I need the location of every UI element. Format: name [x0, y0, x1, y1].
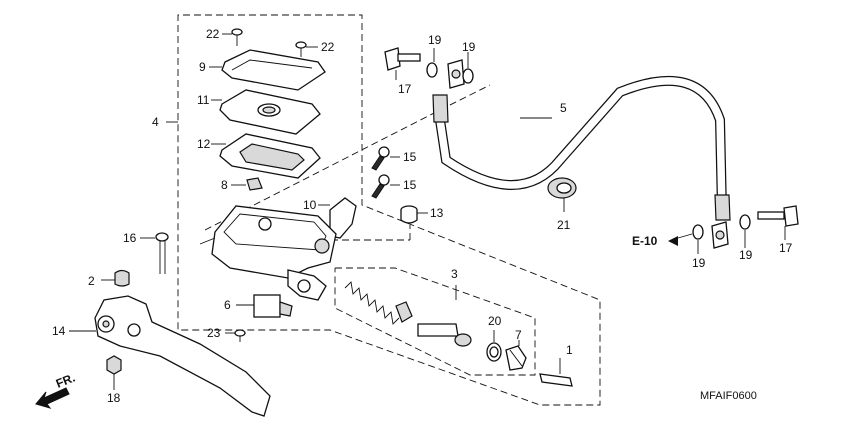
- e10-reference-arrow: [668, 236, 678, 246]
- callout-22-left: 22: [206, 27, 220, 41]
- callout-19-top-right: 19: [462, 40, 476, 54]
- callout-19-top-left: 19: [428, 33, 442, 47]
- banjo-bolt-17-right: [757, 205, 799, 227]
- banjo-fitting-right: [711, 221, 729, 249]
- callout-15-lower: 15: [403, 178, 417, 192]
- callout-11: 11: [197, 93, 210, 107]
- callout-23: 23: [207, 326, 221, 340]
- piston: [417, 323, 472, 347]
- callout-6: 6: [224, 298, 231, 312]
- callout-9: 9: [199, 60, 206, 74]
- callout-labels: 1 2 3 4 5 6 7 8 9 10 11 12 13 14 15 15 1…: [52, 27, 793, 405]
- leader-lines: [395, 48, 786, 346]
- callout-7: 7: [515, 328, 522, 342]
- front-direction-arrow: [35, 387, 70, 409]
- callout-3: 3: [451, 267, 458, 281]
- callout-13: 13: [430, 206, 444, 220]
- callout-2: 2: [88, 274, 95, 288]
- banjo-fitting-top: [447, 59, 465, 89]
- callout-12: 12: [197, 137, 211, 151]
- switch-6: [236, 294, 293, 318]
- callout-15-upper: 15: [403, 150, 417, 164]
- banjo-bolt-17-top: [384, 47, 421, 71]
- sealing-washer-19-right-left: [692, 224, 704, 240]
- group-frame-3: [334, 267, 536, 376]
- sealing-washer-19-top-right: [462, 68, 474, 84]
- diagram-code: MFAIF0600: [700, 390, 757, 402]
- callout-16: 16: [123, 231, 137, 245]
- direction-label: FR.: [54, 371, 77, 391]
- bolt-15-upper: [371, 146, 400, 171]
- callout-17-right: 17: [779, 241, 793, 255]
- piston-cup: [395, 301, 413, 323]
- hose-clamp-21: [547, 177, 577, 212]
- callout-8: 8: [221, 178, 228, 192]
- nut-18: [106, 355, 122, 390]
- callout-21: 21: [557, 218, 571, 232]
- reference-label-e10: E-10: [632, 234, 658, 248]
- clutch-lever-14: [69, 295, 271, 417]
- callout-19-right-left: 19: [692, 256, 706, 270]
- circlip-20: [486, 342, 502, 362]
- callout-17-top: 17: [398, 82, 412, 96]
- callout-19-right-right: 19: [739, 248, 753, 262]
- callout-20: 20: [488, 314, 502, 328]
- diaphragm-12: [211, 133, 321, 179]
- master-cylinder-body: [199, 205, 337, 301]
- clutch-hose-5: [432, 75, 731, 221]
- pivot-bolt-16: [140, 232, 169, 274]
- diaphragm-plate-11: [211, 89, 321, 135]
- callout-14: 14: [52, 324, 66, 338]
- sealing-washer-19-right-right: [739, 214, 751, 230]
- callout-22-right: 22: [321, 40, 335, 54]
- sealing-washer-19-top-left: [426, 62, 438, 78]
- callout-5: 5: [560, 101, 567, 115]
- push-rod-1: [539, 358, 573, 387]
- screw-22-left: [222, 28, 243, 46]
- callout-4: 4: [152, 115, 159, 129]
- group-frame-4: [166, 14, 601, 406]
- callout-18: 18: [107, 391, 121, 405]
- clip-8: [231, 177, 263, 191]
- callout-10: 10: [303, 198, 317, 212]
- reservoir-cap-9: [209, 49, 326, 91]
- screw-22-right: [295, 41, 318, 57]
- boot-7: [505, 345, 527, 371]
- screw-23: [225, 329, 246, 342]
- piston-spring: [344, 281, 400, 325]
- bolt-15-lower: [371, 174, 400, 199]
- dust-cover-2: [101, 269, 130, 287]
- callout-1: 1: [566, 343, 573, 357]
- cap-13: [400, 205, 428, 224]
